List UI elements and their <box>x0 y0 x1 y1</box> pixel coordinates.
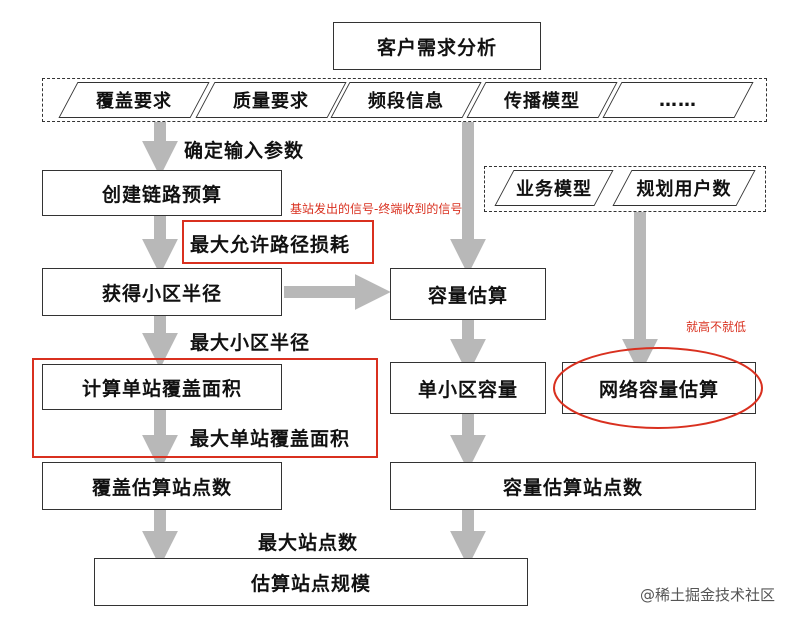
site-scale-label: 估算站点规模 <box>250 572 371 595</box>
input-more: …… <box>602 82 754 118</box>
max-site-area-label: 最大单站覆盖面积 <box>190 428 351 450</box>
input-quality-label: 质量要求 <box>233 91 309 112</box>
single-site-area-label: 计算单站覆盖面积 <box>81 377 242 400</box>
capacity-estimate-box: 容量估算 <box>390 268 546 320</box>
confirm-params-label: 确定输入参数 <box>184 140 305 162</box>
customer-needs-label: 客户需求分析 <box>376 36 497 59</box>
service-inputs-container <box>484 166 766 212</box>
create-budget-label: 创建链路预算 <box>101 183 222 206</box>
customer-needs-box: 客户需求分析 <box>333 22 541 70</box>
input-service-model: 业务模型 <box>494 170 614 206</box>
signal-note: 基站发出的信号-终端收到的信号 <box>290 202 463 216</box>
coverage-site-count-box: 覆盖估算站点数 <box>42 462 282 510</box>
max-path-loss-highlight <box>182 220 374 264</box>
capacity-site-count-box: 容量估算站点数 <box>390 462 756 510</box>
max-cell-radius-label: 最大小区半径 <box>190 332 311 354</box>
input-quality: 质量要求 <box>195 82 347 118</box>
capacity-site-count-label: 容量估算站点数 <box>502 476 643 499</box>
coverage-area-highlight <box>32 358 378 458</box>
coverage-site-count-label: 覆盖估算站点数 <box>91 476 232 499</box>
input-coverage-label: 覆盖要求 <box>96 91 172 112</box>
create-budget-box: 创建链路预算 <box>42 170 282 216</box>
input-propagation-label: 传播模型 <box>504 91 580 112</box>
single-cell-capacity-box: 单小区容量 <box>390 362 546 414</box>
input-more-label: …… <box>659 89 697 111</box>
max-site-count-label: 最大站点数 <box>258 532 359 554</box>
input-coverage: 覆盖要求 <box>58 82 210 118</box>
max-path-loss-label: 最大允许路径损耗 <box>190 234 351 256</box>
single-site-area-box: 计算单站覆盖面积 <box>42 364 282 410</box>
network-capacity-box: 网络容量估算 <box>562 362 756 414</box>
input-service-model-label: 业务模型 <box>516 179 592 200</box>
input-band: 频段信息 <box>330 82 482 118</box>
input-planned-users-label: 规划用户数 <box>636 179 732 200</box>
network-capacity-label: 网络容量估算 <box>598 378 719 401</box>
input-planned-users: 规划用户数 <box>612 170 756 206</box>
input-params-container <box>42 78 767 122</box>
capacity-estimate-label: 容量估算 <box>427 284 508 307</box>
input-band-label: 频段信息 <box>368 91 444 112</box>
watermark-text: @稀土掘金技术社区 <box>640 586 776 604</box>
input-propagation: 传播模型 <box>466 82 618 118</box>
site-scale-box: 估算站点规模 <box>94 558 528 606</box>
single-cell-capacity-label: 单小区容量 <box>417 378 518 401</box>
cell-radius-box: 获得小区半径 <box>42 268 282 316</box>
peak-note: 就高不就低 <box>686 320 747 334</box>
cell-radius-label: 获得小区半径 <box>101 282 222 305</box>
